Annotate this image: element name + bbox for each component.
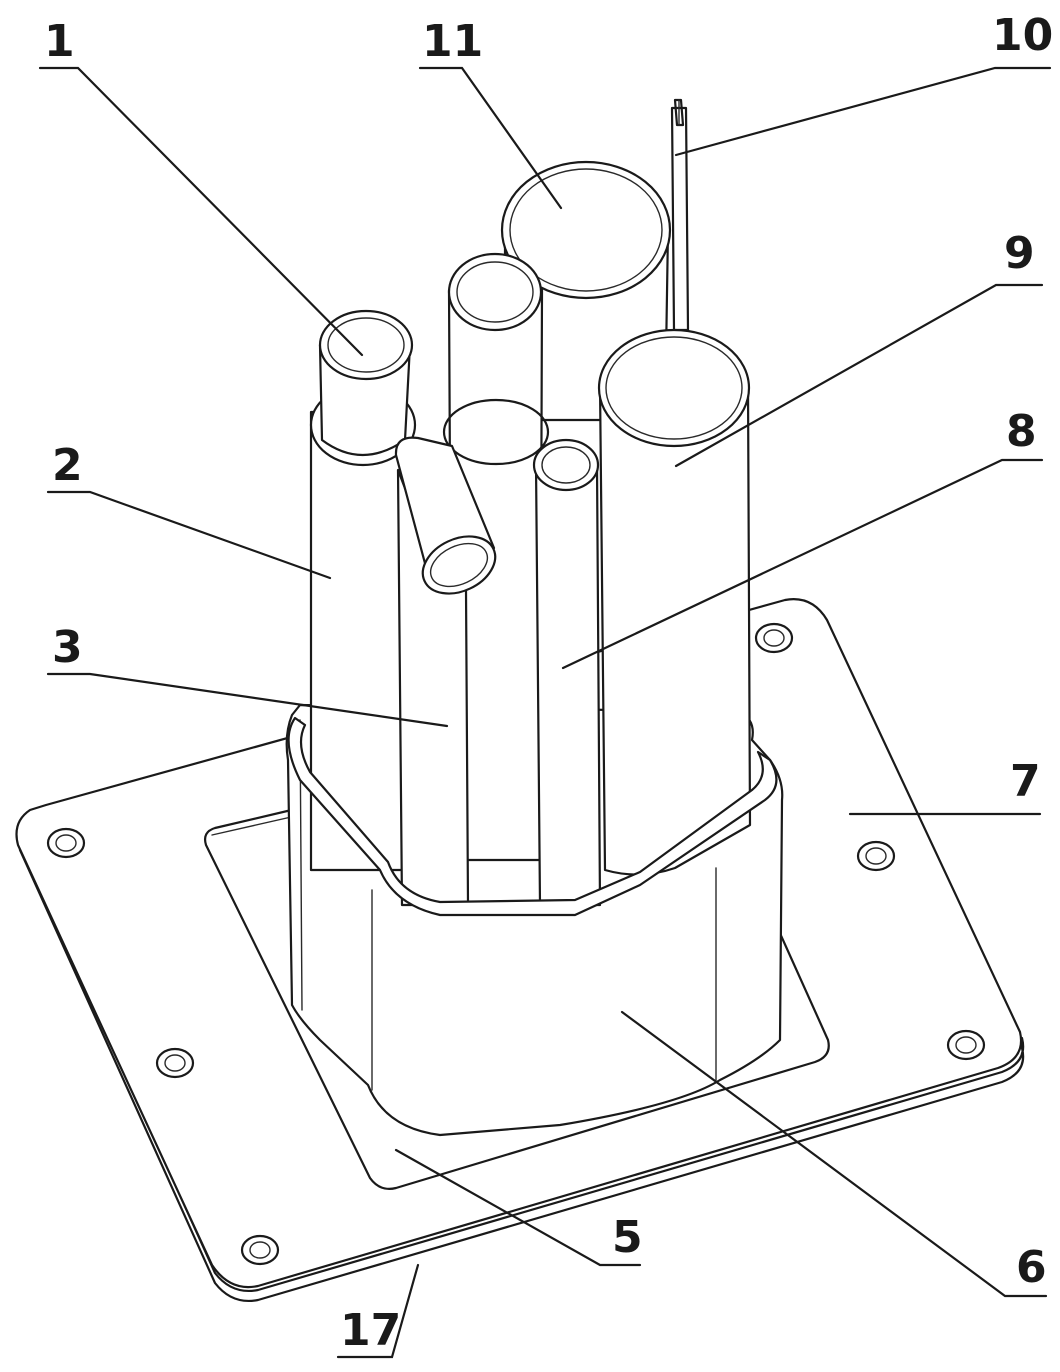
tube-9: [597, 328, 752, 876]
callout-6: 6: [1016, 1242, 1047, 1293]
housing-rim: [287, 716, 778, 917]
leader-9: [674, 283, 1044, 468]
mounting-hole: [240, 1234, 280, 1266]
leader-3: [46, 672, 449, 728]
leader-1: [38, 66, 364, 357]
callout-10: 10: [992, 10, 1053, 61]
mounting-hole: [46, 827, 86, 859]
leader-6: [620, 1010, 1048, 1298]
tube-1: [318, 309, 414, 457]
callouts: 1 2 3 5 6 7 8 9 10 11 17: [44, 10, 1053, 1356]
callout-1: 1: [44, 16, 75, 67]
callout-17: 17: [340, 1305, 401, 1356]
leader-lines: [38, 66, 1052, 1359]
leader-10: [674, 66, 1052, 157]
callout-11: 11: [422, 16, 483, 67]
leader-11: [418, 66, 563, 210]
mounting-hole: [155, 1047, 195, 1079]
mounting-hole: [946, 1029, 986, 1061]
callout-8: 8: [1006, 406, 1037, 457]
mounting-hole: [754, 622, 794, 654]
leader-2: [46, 490, 332, 580]
mounting-hole: [856, 840, 896, 872]
cable-10: [670, 98, 690, 332]
mounting-holes: [46, 622, 986, 1266]
tube-8: [532, 438, 602, 907]
callout-9: 9: [1004, 228, 1035, 279]
tube-3: [394, 436, 497, 907]
callout-5: 5: [612, 1212, 643, 1263]
leader-17: [336, 1263, 420, 1359]
leader-5: [394, 1148, 642, 1267]
leader-8: [561, 458, 1044, 670]
callout-7: 7: [1010, 756, 1041, 807]
callout-2: 2: [52, 440, 83, 491]
callout-3: 3: [52, 622, 83, 673]
